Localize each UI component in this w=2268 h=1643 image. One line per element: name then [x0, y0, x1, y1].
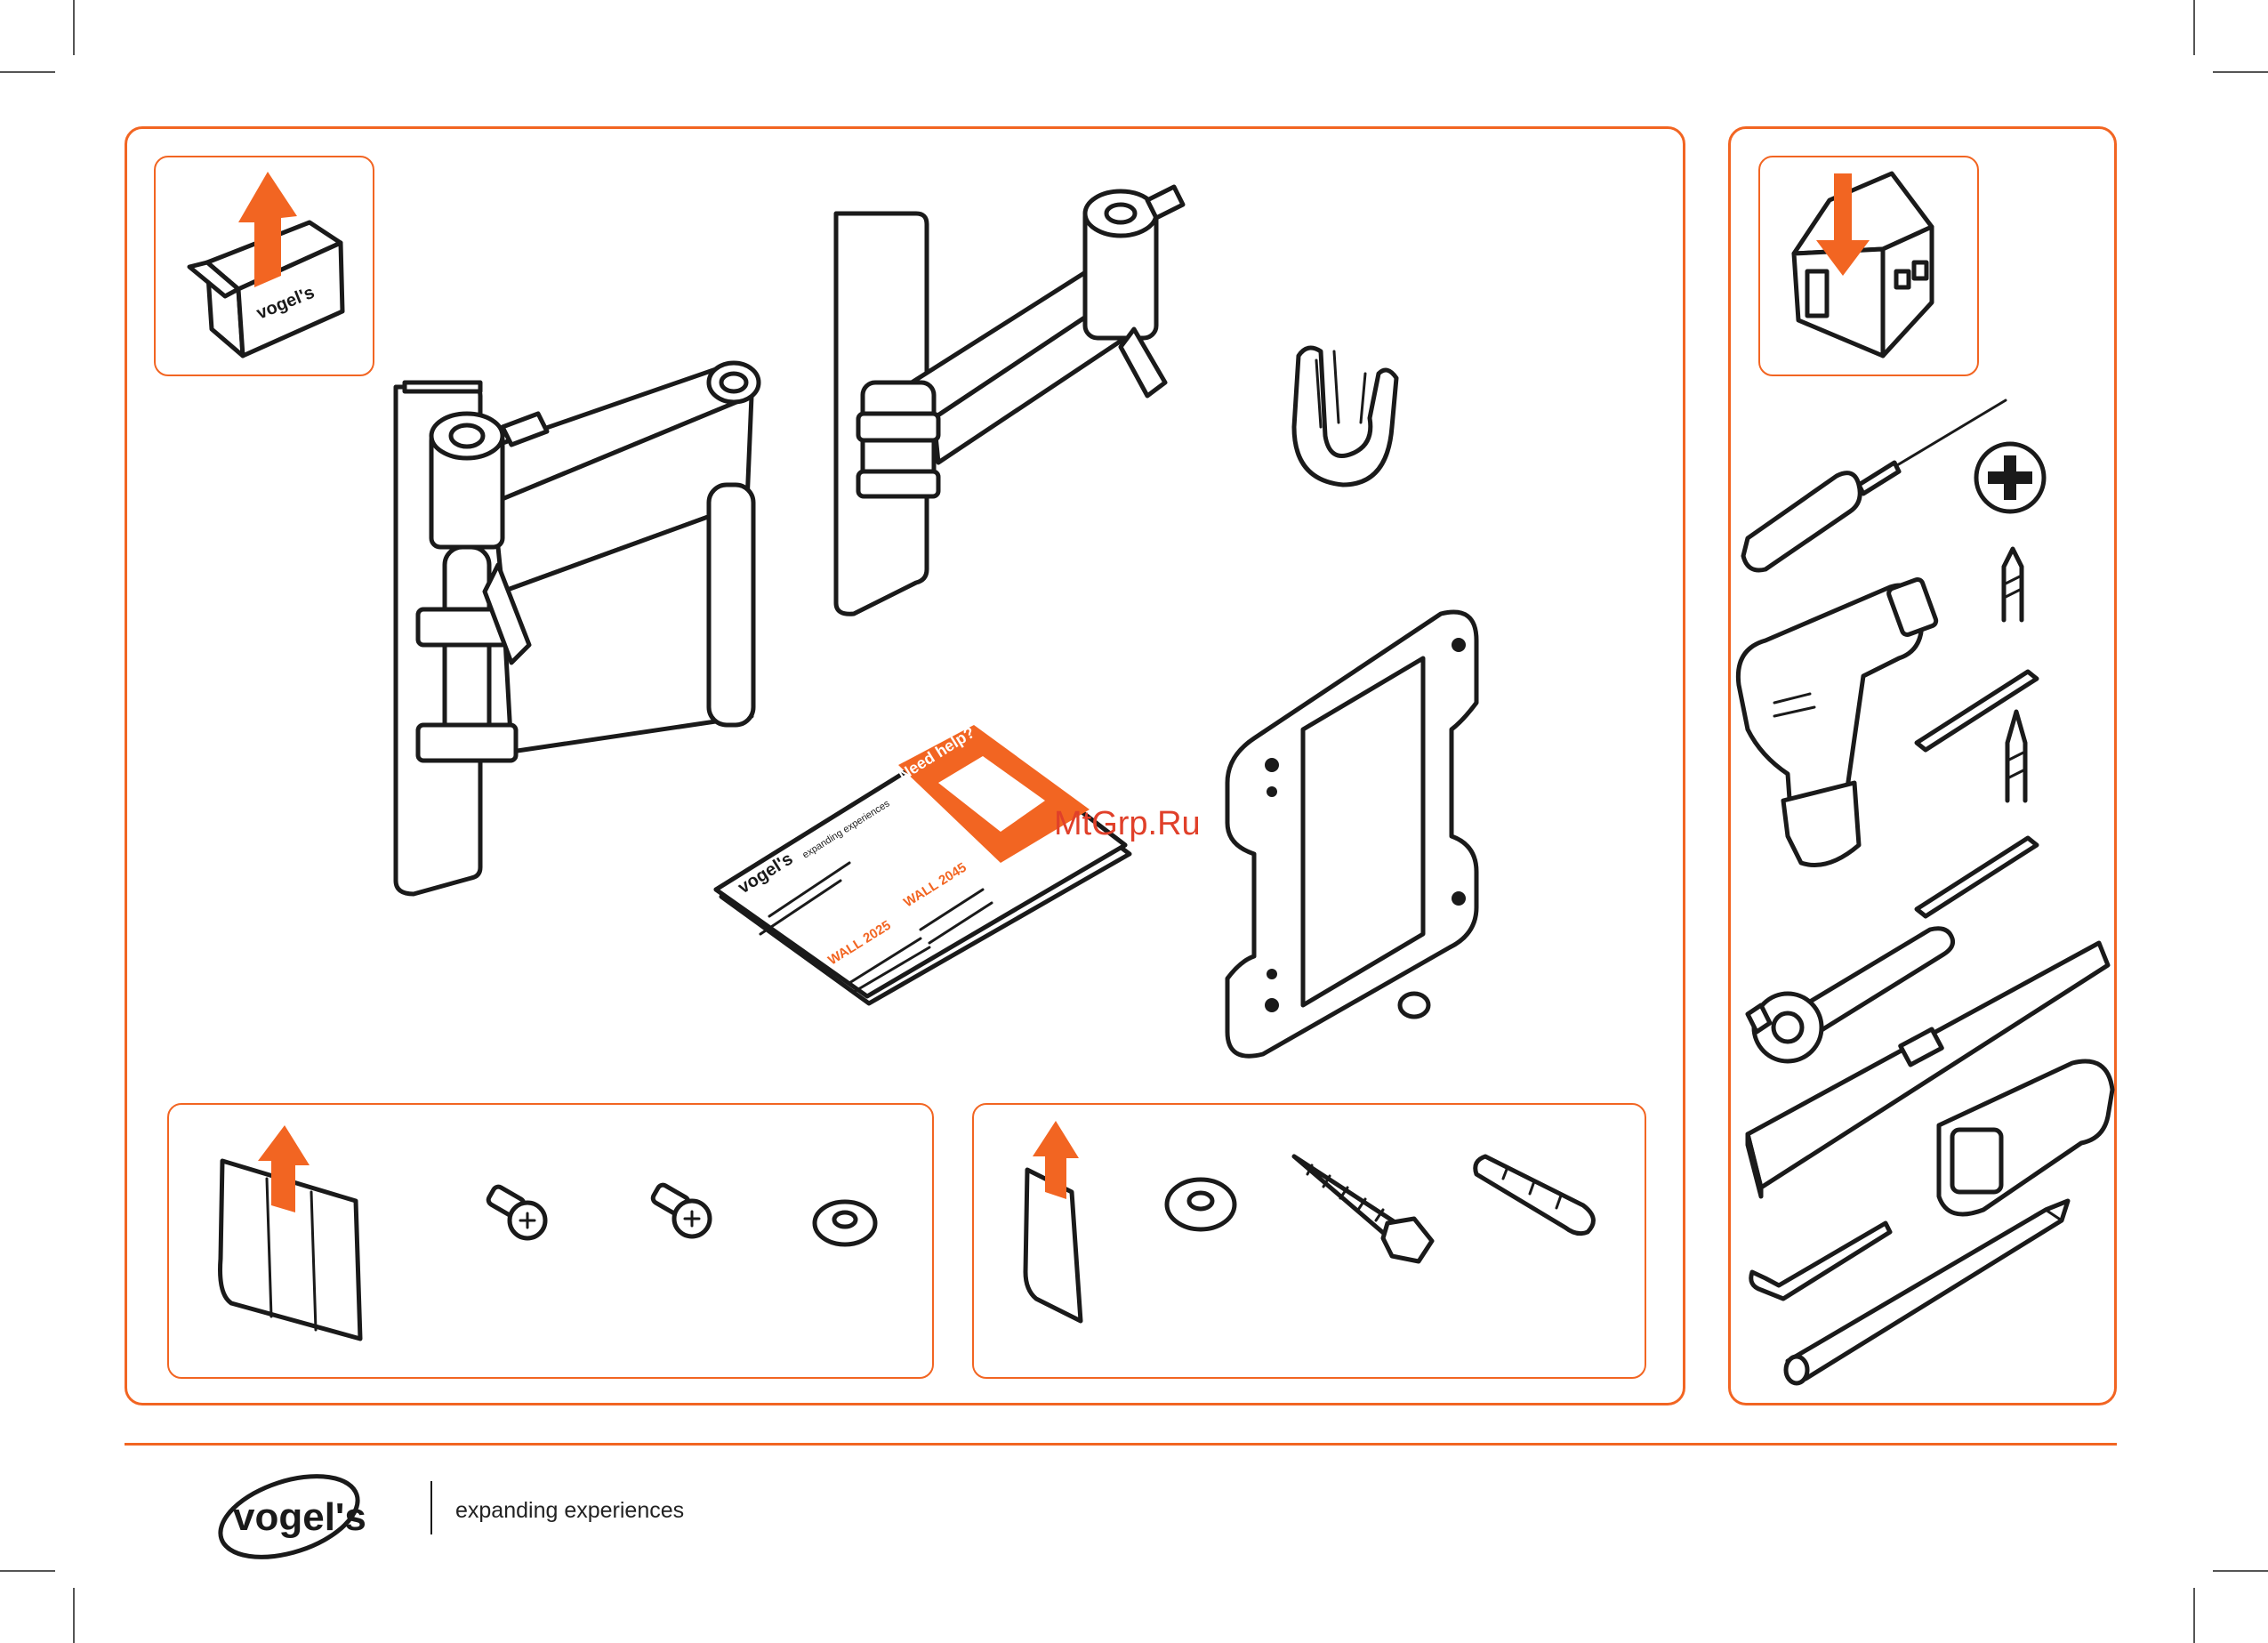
- unpack-box-icon: vogel's: [154, 156, 374, 376]
- crop-mark: [73, 0, 75, 55]
- wood-screw-icon: [1294, 1156, 1445, 1263]
- vogels-logo-text: vogel's: [233, 1495, 366, 1539]
- phillips-head-icon: [1970, 438, 2050, 518]
- washer-b-icon: [1161, 1174, 1241, 1236]
- brand-tagline: expanding experiences: [455, 1498, 684, 1524]
- bag-a-icon: [213, 1125, 365, 1339]
- brand-divider: [430, 1481, 432, 1534]
- crop-mark: [73, 1588, 75, 1643]
- bag-b-icon: [1018, 1121, 1107, 1325]
- crop-mark: [0, 1570, 55, 1572]
- drill-icon: [1730, 569, 1934, 872]
- wall-plug-icon: [1472, 1148, 1605, 1236]
- washer-a-icon: [809, 1196, 881, 1250]
- pencil-icon: [1779, 1201, 2072, 1388]
- vesa-plate-illustration: [1218, 605, 1485, 1059]
- instruction-booklet-illustration: Need help? vogel's expanding experiences…: [716, 729, 1125, 1014]
- crop-mark: [2213, 71, 2268, 73]
- drill-bit-b-icon: [1912, 829, 2046, 918]
- stud-finder-icon: [1930, 1054, 2117, 1223]
- screw-a-icon: [485, 1183, 547, 1245]
- swivel-arm-small-illustration: [827, 178, 1201, 640]
- crop-mark: [0, 71, 55, 73]
- screw-b-icon: [649, 1181, 712, 1244]
- crop-mark: [2213, 1570, 2268, 1572]
- crop-mark: [2193, 1588, 2195, 1643]
- crop-mark: [2193, 0, 2195, 55]
- vogels-logo-icon: vogel's: [213, 1468, 418, 1566]
- cable-clip-illustration: [1281, 338, 1405, 489]
- watermark-text: MtGrp.Ru: [1054, 805, 1201, 843]
- wood-bit-icon: [1994, 707, 2039, 805]
- house-icon: [1758, 156, 1979, 376]
- footer-rule: [125, 1443, 2117, 1446]
- masonry-bit-icon: [1991, 544, 2035, 624]
